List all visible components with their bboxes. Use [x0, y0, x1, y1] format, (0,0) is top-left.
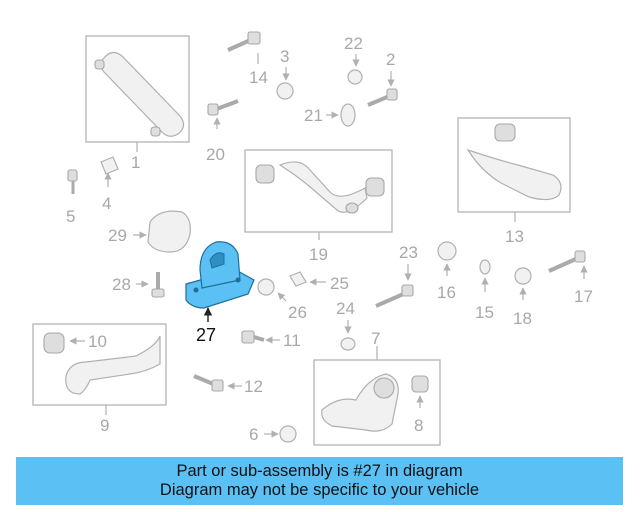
label-2: 2	[386, 50, 395, 69]
part-4-clip[interactable]	[100, 156, 119, 175]
label-23: 23	[399, 243, 418, 262]
label-6: 6	[249, 425, 258, 444]
part-5-bolt[interactable]	[67, 169, 78, 194]
part-19-upper-arm[interactable]	[244, 149, 393, 233]
part-1-lateral-link[interactable]	[85, 35, 190, 143]
part-28-screw[interactable]	[151, 272, 165, 298]
label-22: 22	[344, 34, 363, 53]
part-16-nut[interactable]	[437, 241, 457, 261]
label-16: 16	[437, 283, 456, 302]
part-23-bolt[interactable]	[375, 284, 414, 308]
label-20: 20	[206, 145, 225, 164]
part-21-washer[interactable]	[340, 103, 356, 127]
part-6-nut[interactable]	[279, 425, 297, 443]
part-20-bolt[interactable]	[207, 99, 239, 116]
part-9-trailing-arm[interactable]	[32, 323, 167, 406]
part-13-lower-arm[interactable]	[457, 117, 571, 213]
label-26: 26	[288, 303, 307, 322]
part-7-knuckle[interactable]	[313, 359, 441, 446]
part-2-bolt[interactable]	[367, 88, 398, 107]
part-26-nut[interactable]	[257, 278, 275, 296]
label-19: 19	[309, 245, 328, 264]
part-14-bolt[interactable]	[227, 31, 261, 52]
label-27: 27	[196, 325, 216, 345]
label-3: 3	[280, 47, 289, 66]
part-11-bolt[interactable]	[241, 330, 265, 344]
label-8: 8	[414, 416, 423, 435]
label-1: 1	[131, 153, 140, 172]
part-15-washer[interactable]	[479, 259, 491, 275]
label-24: 24	[336, 299, 355, 318]
label-10: 10	[88, 332, 107, 351]
label-18: 18	[513, 309, 532, 328]
info-banner: Part or sub-assembly is #27 in diagram D…	[16, 457, 623, 505]
label-9: 9	[100, 416, 109, 435]
label-13: 13	[505, 227, 524, 246]
label-14: 14	[249, 68, 268, 87]
label-25: 25	[330, 274, 349, 293]
part-12-bolt[interactable]	[193, 374, 224, 392]
part-25-clip[interactable]	[289, 271, 307, 287]
part-18-nut[interactable]	[514, 267, 532, 285]
label-28: 28	[112, 275, 131, 294]
label-17: 17	[574, 287, 593, 306]
label-29: 29	[108, 226, 127, 245]
label-4: 4	[102, 194, 111, 213]
part-22-cap[interactable]	[347, 69, 363, 85]
label-7: 7	[371, 329, 380, 348]
banner-line-1: Part or sub-assembly is #27 in diagram	[176, 462, 463, 480]
label-15: 15	[475, 303, 494, 322]
part-29-mount-bracket[interactable]	[147, 210, 191, 253]
part-27-mount-highlighted[interactable]	[185, 241, 255, 309]
label-21: 21	[304, 106, 323, 125]
banner-line-2: Diagram may not be specific to your vehi…	[159, 481, 480, 499]
part-3-nut[interactable]	[276, 82, 294, 100]
label-12: 12	[244, 377, 263, 396]
label-5: 5	[66, 207, 75, 226]
part-17-bolt[interactable]	[548, 250, 586, 273]
part-24-washer[interactable]	[340, 337, 356, 351]
label-11: 11	[283, 331, 301, 350]
